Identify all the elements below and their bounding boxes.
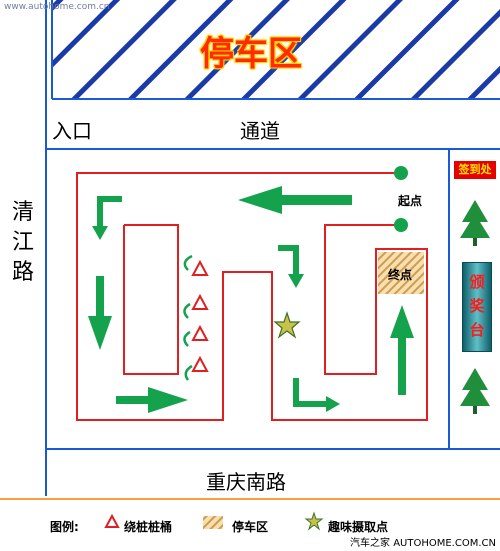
award-podium: 颁 奖 台 xyxy=(462,262,492,352)
cone-icon xyxy=(191,259,209,276)
arrow-left-top xyxy=(238,186,352,214)
legend-cone-label: 绕桩桩桶 xyxy=(124,520,173,534)
podium-char: 颁 xyxy=(469,273,485,291)
road-bottom-label: 重庆南路 xyxy=(206,470,286,494)
cone-icon xyxy=(191,293,209,310)
arrow-up-right xyxy=(390,305,414,395)
driving-route-inner xyxy=(123,224,179,375)
legend-star-icon xyxy=(304,511,324,531)
finish-zone xyxy=(378,252,424,294)
curved-arrows xyxy=(97,196,330,407)
top-watermark: www.autohome.com.cn xyxy=(4,2,110,12)
weave-arrows xyxy=(183,254,193,381)
road-boundaries xyxy=(45,0,500,496)
arrow-down-left xyxy=(88,276,112,350)
site-watermark: 汽车之家 AUTOHOME.COM.CN xyxy=(350,538,496,549)
finish-label: 终点 xyxy=(388,268,413,282)
road-left-label: 清 江 路 xyxy=(11,200,34,285)
legend-hatched-square-icon xyxy=(203,516,223,529)
curved-arrow-head-3 xyxy=(326,396,340,412)
signin-desk-label: 签到处 xyxy=(454,161,496,179)
star-icon xyxy=(273,311,301,339)
entrance-label: 入口 xyxy=(52,119,92,143)
tree-icon-top xyxy=(460,200,490,246)
parking-area-title: 停车区 xyxy=(200,34,302,74)
start-dot-bottom xyxy=(394,218,408,232)
legend-photo-label: 趣味摄取点 xyxy=(328,520,389,534)
podium-char: 奖 xyxy=(469,297,485,315)
cones xyxy=(191,259,209,372)
cone-icon xyxy=(191,355,209,372)
arrow-right-bottom xyxy=(116,387,188,413)
start-dot-top xyxy=(394,166,408,180)
podium-char: 台 xyxy=(469,321,485,339)
passage-label: 通道 xyxy=(240,119,280,143)
driving-route xyxy=(76,172,428,421)
direction-arrows xyxy=(88,186,414,413)
cone-icon xyxy=(191,324,209,341)
legend-triangle-icon xyxy=(104,513,120,528)
tree-icon-bottom xyxy=(460,368,490,414)
curved-arrow-head-2 xyxy=(288,274,304,288)
legend-parking-label: 停车区 xyxy=(232,520,269,534)
parking-lot-area xyxy=(52,0,500,99)
legend-title: 图例: xyxy=(50,520,79,534)
curved-arrow-head-1 xyxy=(92,226,108,240)
start-label: 起点 xyxy=(398,194,423,208)
